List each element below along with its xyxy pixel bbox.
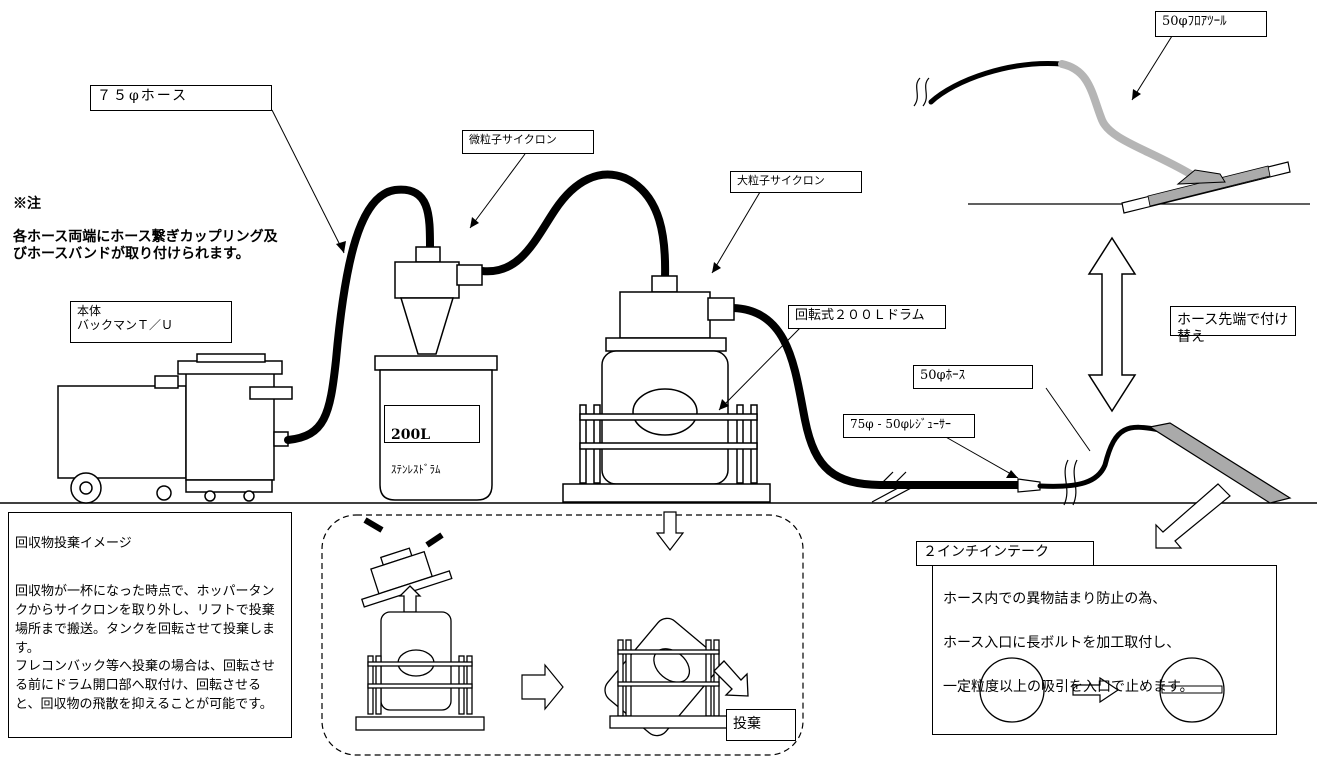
intake-line-1: ホース内での異物詰まり防止の為、 bbox=[943, 591, 1167, 608]
hose-75-label: ７５φホース bbox=[90, 85, 272, 111]
intake-opening-before bbox=[979, 657, 1045, 723]
floor-tool-label: 50φﾌﾛｱﾂｰﾙ bbox=[1155, 11, 1267, 37]
drum-type: ｽﾃﾝﾚｽﾄﾞﾗﾑ bbox=[391, 463, 441, 477]
right-arrow-step bbox=[521, 663, 564, 711]
reducer-and-hose-50 bbox=[1017, 424, 1163, 493]
fine-cyclone-label: 微粒子サイクロン bbox=[462, 130, 594, 154]
rotating-drum-label: 回転式２００Ｌドラム bbox=[788, 305, 946, 329]
note-body: 各ホース両端にホース繋ぎカップリング及びホースバンドが取り付けられます。 bbox=[13, 229, 278, 263]
intake-title: ２インチインテーク bbox=[916, 541, 1094, 566]
hose-50-label: 50φﾎｰｽ bbox=[913, 365, 1033, 389]
intake-line-3: 一定粒度以上の吸引を入口で止めます。 bbox=[943, 679, 1194, 696]
reducer bbox=[1017, 478, 1041, 493]
floor-tool bbox=[928, 60, 1291, 214]
intake-panel: ホース内での異物詰まり防止の為、 ホース入口に長ボルトを加工取付し、 一定粒度以… bbox=[932, 565, 1277, 735]
tip-swap-label: ホース先端で付け替え bbox=[1170, 306, 1296, 345]
hose-break-marks bbox=[871, 77, 1078, 506]
hose-75 bbox=[284, 170, 1024, 489]
main-vacuum-unit bbox=[57, 353, 293, 504]
fine-cyclone bbox=[374, 246, 498, 501]
reducer-label: 75φ - 50φﾚｼﾞｭｰｻｰ bbox=[843, 414, 975, 438]
drum-capacity: 200L bbox=[391, 427, 431, 444]
swap-arrow bbox=[1087, 236, 1137, 413]
intake-detail-right-arrow bbox=[1072, 676, 1120, 704]
intake-opening-after bbox=[1159, 657, 1225, 723]
disposal-lift-step bbox=[355, 517, 485, 731]
down-arrow-small bbox=[655, 511, 685, 551]
intake-detail-arrow bbox=[1155, 483, 1231, 549]
intake-nozzle bbox=[1148, 422, 1292, 504]
note-block: ※注 各ホース両端にホース繋ぎカップリング及びホースバンドが取り付けられます。 bbox=[13, 179, 281, 280]
disposal-rotate-step bbox=[604, 617, 749, 737]
pointer-arrowheads bbox=[336, 89, 1141, 478]
disposal-title: 回収物投棄イメージ bbox=[15, 536, 132, 552]
intake-line-2: ホース入口に長ボルトを加工取付し、 bbox=[943, 635, 1181, 652]
large-cyclone bbox=[562, 275, 771, 503]
discard-label: 投棄 bbox=[726, 709, 796, 741]
note-title: ※注 bbox=[13, 195, 41, 212]
disposal-region bbox=[321, 514, 804, 756]
main-unit-label: 本体 バックマンＴ／Ｕ bbox=[70, 301, 232, 343]
stainless-drum-label: 200L ｽﾃﾝﾚｽﾄﾞﾗﾑ bbox=[384, 405, 480, 476]
disposal-panel: 回収物投棄イメージ 回収物が一杯になった時点で、ホッパータンクからサイクロンを取… bbox=[8, 512, 292, 738]
pointer-lines bbox=[271, 35, 1173, 479]
disposal-body: 回収物が一杯になった時点で、ホッパータンクからサイクロンを取り外し、リフトで投棄… bbox=[15, 583, 276, 713]
large-cyclone-label: 大粒子サイクロン bbox=[730, 171, 862, 193]
